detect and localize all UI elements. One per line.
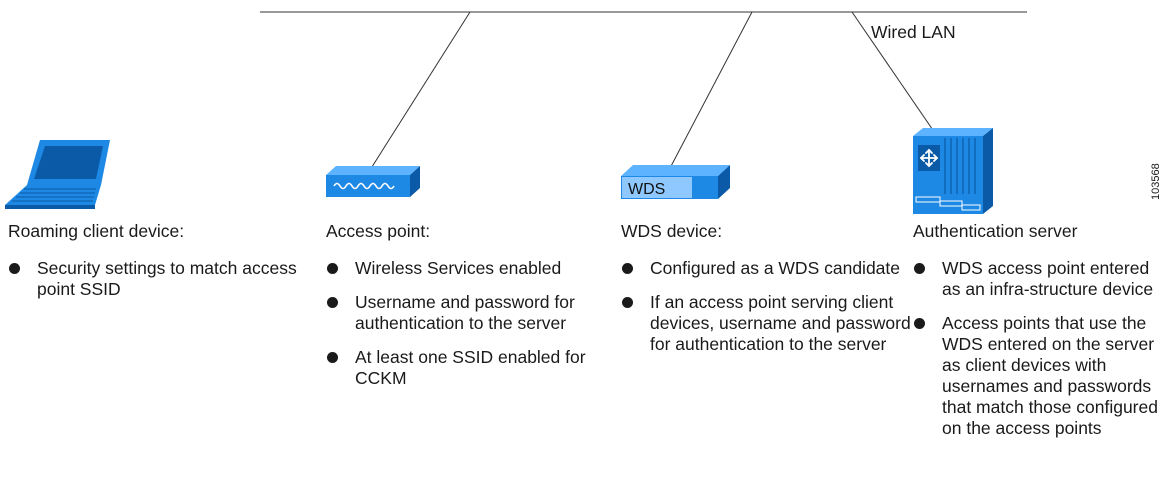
- wds-bullets: Configured as a WDS candidate If an acce…: [621, 258, 911, 368]
- wds-device-icon: [621, 165, 730, 199]
- list-item: Access points that use the WDS entered o…: [913, 313, 1168, 439]
- access-point-bullets: Wireless Services enabled Username and p…: [326, 258, 616, 402]
- list-item: At least one SSID enabled for CCKM: [326, 347, 616, 389]
- wds-heading: WDS device:: [621, 221, 723, 241]
- auth-server-heading: Authentication server: [913, 221, 1078, 241]
- authentication-server-icon: [913, 128, 993, 214]
- auth-link-line: [851, 11, 938, 137]
- access-point-icon: [326, 166, 420, 197]
- access-point-heading: Access point:: [326, 221, 431, 241]
- figure-id: 103568: [1150, 163, 1162, 200]
- client-heading: Roaming client device:: [8, 221, 185, 241]
- wds-icon-label: WDS: [628, 181, 666, 198]
- ap-link-line: [369, 11, 471, 171]
- wds-link-line: [668, 11, 753, 171]
- wired-lan-label: Wired LAN: [871, 22, 956, 42]
- list-item: Username and password for authentication…: [326, 292, 616, 334]
- client-bullets: Security settings to match access point …: [8, 258, 298, 313]
- list-item: WDS access point entered as an infra-str…: [913, 258, 1168, 300]
- auth-server-bullets: WDS access point entered as an infra-str…: [913, 258, 1168, 452]
- list-item: Wireless Services enabled: [326, 258, 616, 279]
- list-item: Security settings to match access point …: [8, 258, 298, 300]
- list-item: Configured as a WDS candidate: [621, 258, 911, 279]
- list-item: If an access point serving client device…: [621, 292, 911, 355]
- laptop-icon: [5, 140, 110, 209]
